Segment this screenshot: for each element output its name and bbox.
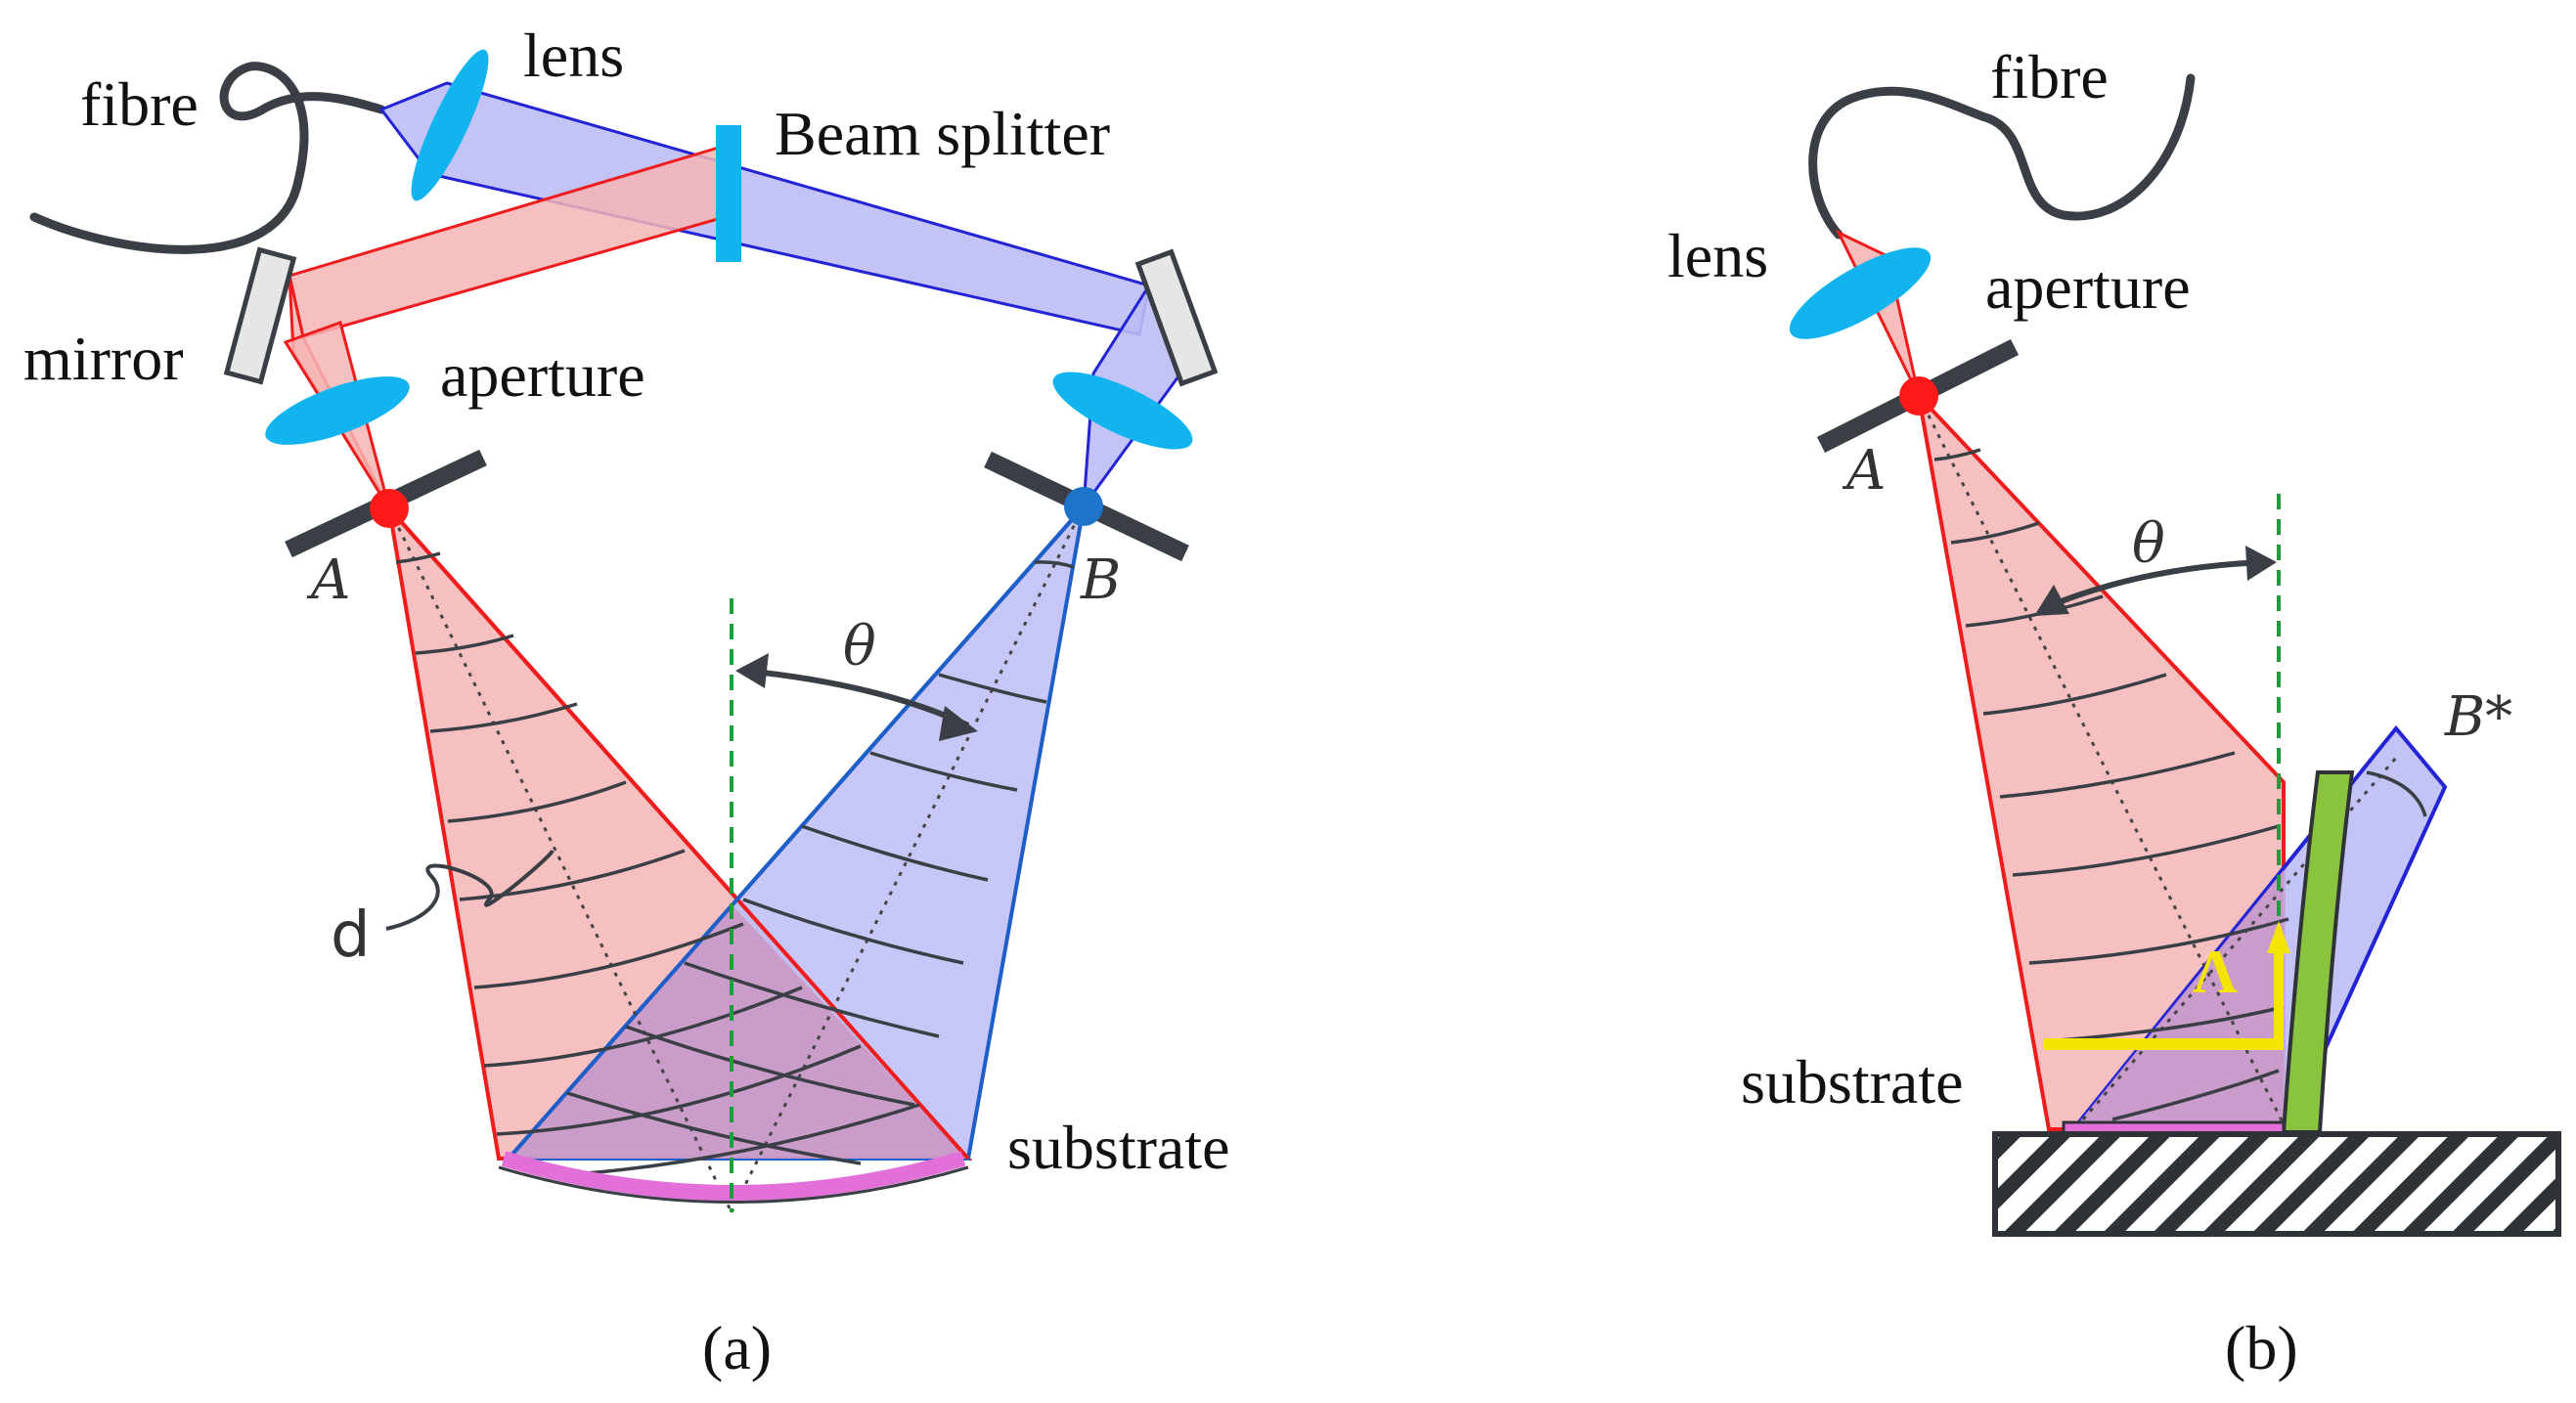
theta-arrowhead-right-b bbox=[2245, 546, 2277, 581]
mirror-right bbox=[1134, 248, 1219, 387]
label-substrate-b: substrate bbox=[1741, 1047, 1964, 1117]
label-lens-b: lens bbox=[1667, 221, 1768, 290]
caption-a: (a) bbox=[702, 1313, 772, 1382]
point-a-marker bbox=[370, 489, 409, 528]
lens-near-mirror-right bbox=[1052, 372, 1193, 450]
overlap-region-a bbox=[509, 904, 968, 1159]
ray-a-center bbox=[387, 507, 733, 1213]
theta-arrowhead-right-a bbox=[939, 706, 978, 741]
theta-arrowhead-left-b bbox=[2034, 585, 2069, 616]
theta-arrowhead-left-a bbox=[735, 653, 769, 688]
caption-b: (b) bbox=[2225, 1313, 2298, 1382]
hatched-base bbox=[1992, 1131, 2561, 1237]
point-a-marker-b bbox=[1899, 376, 1938, 416]
ray-b-center bbox=[730, 505, 1086, 1213]
lens-near-mirror-left bbox=[265, 376, 410, 445]
label-theta-a: θ bbox=[843, 615, 876, 679]
lens-b bbox=[1789, 247, 1932, 339]
label-mirror-a: mirror bbox=[23, 324, 184, 393]
fibre-cable-a bbox=[29, 62, 386, 254]
lens-a bbox=[411, 49, 489, 201]
label-point-a: A bbox=[306, 548, 350, 612]
wavefronts-b bbox=[566, 560, 1075, 1165]
panel-a: fibre lens Beam splitter mirror aperture… bbox=[23, 21, 1230, 1382]
wavefronts-b-panel bbox=[1933, 448, 2427, 1121]
ray-a-center-b bbox=[1917, 395, 2286, 1125]
label-fibre-b: fibre bbox=[1990, 42, 2109, 111]
theta-arrow-b bbox=[2042, 559, 2265, 611]
label-aperture-a: aperture bbox=[440, 340, 645, 410]
label-fibre-a: fibre bbox=[80, 69, 199, 139]
period-arrowhead bbox=[2267, 921, 2290, 953]
point-b-marker bbox=[1064, 487, 1103, 526]
label-lens-a: lens bbox=[523, 21, 624, 90]
label-point-a-b: A bbox=[1842, 439, 1886, 503]
panel-b: fibre lens aperture A θ B* Λ substrate (… bbox=[1667, 42, 2561, 1382]
label-lambda: Λ bbox=[2193, 937, 2238, 1006]
label-d: d bbox=[331, 899, 371, 972]
red-cone-edge-overlay bbox=[387, 506, 970, 1161]
label-aperture-b: aperture bbox=[1985, 252, 2191, 322]
d-squiggle bbox=[385, 849, 555, 931]
label-b-star: B* bbox=[2444, 685, 2512, 749]
label-point-b: B bbox=[1080, 548, 1121, 612]
beam-splitter bbox=[716, 125, 741, 262]
label-beam-splitter: Beam splitter bbox=[775, 99, 1110, 168]
mirror-left bbox=[223, 246, 297, 385]
fibre-cable-b bbox=[1808, 73, 2196, 240]
label-substrate-a: substrate bbox=[1007, 1113, 1230, 1182]
label-theta-b: θ bbox=[2132, 512, 2165, 576]
substrate-a-outline bbox=[498, 1165, 969, 1204]
wavefronts-a bbox=[395, 551, 920, 1175]
